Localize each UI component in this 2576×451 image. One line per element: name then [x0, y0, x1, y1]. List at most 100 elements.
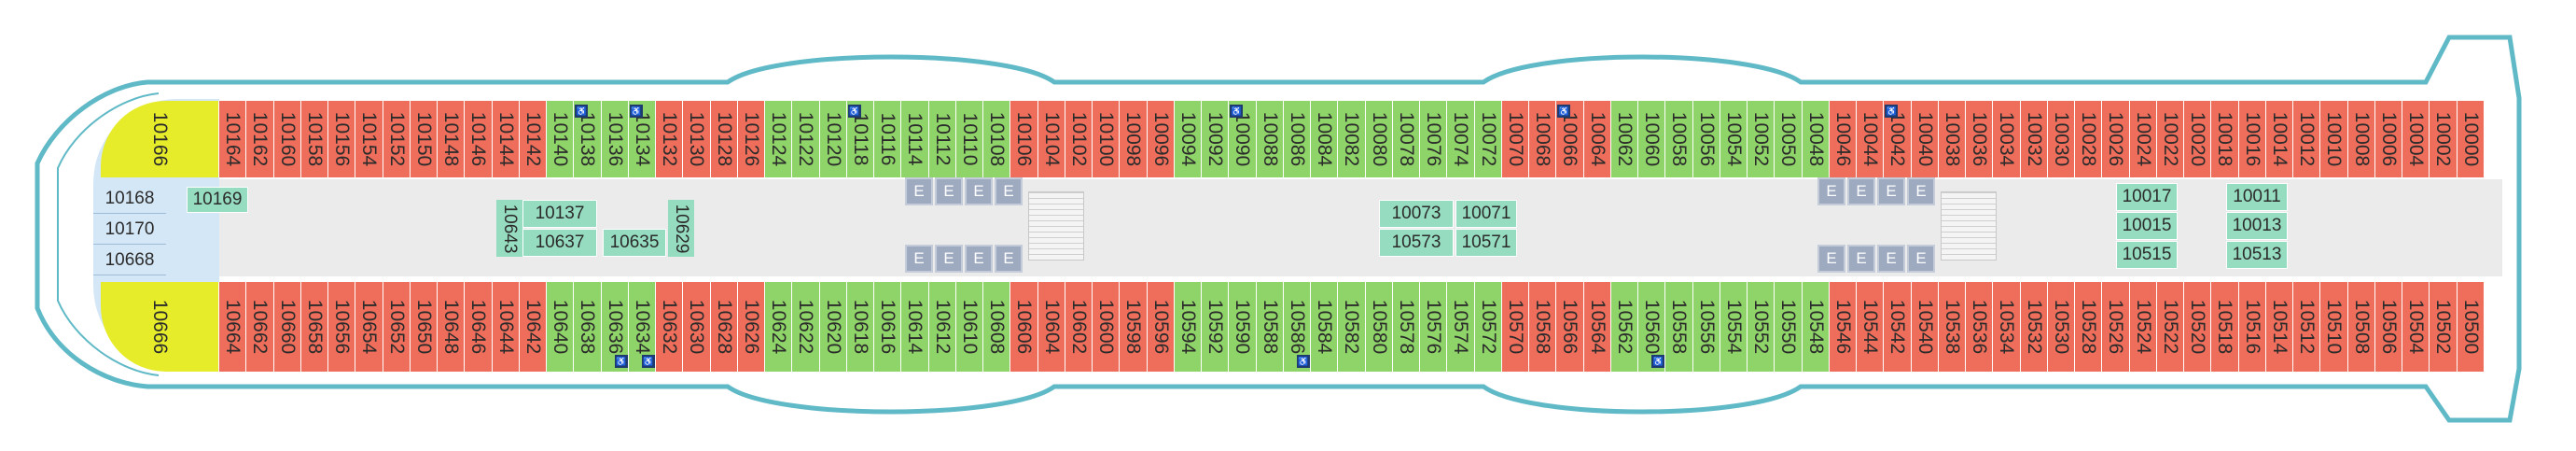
top-cabin-10140[interactable]: 10140 [547, 101, 575, 177]
inside-cabin-10635[interactable]: 10635 [603, 229, 666, 257]
bottom-cabin-10500[interactable]: 10500 [2457, 282, 2485, 372]
bottom-cabin-10566[interactable]: 10566 [1556, 282, 1584, 372]
bottom-cabin-10604[interactable]: 10604 [1037, 282, 1065, 372]
bottom-cabin-10558[interactable]: 10558 [1665, 282, 1693, 372]
bottom-cabin-10584[interactable]: 10584 [1311, 282, 1339, 372]
top-cabin-10060[interactable]: 10060 [1638, 101, 1666, 177]
inside-cabin-10011[interactable]: 10011 [2226, 183, 2288, 211]
bottom-cabin-10628[interactable]: 10628 [710, 282, 738, 372]
bottom-cabin-10552[interactable]: 10552 [1748, 282, 1775, 372]
bottom-cabin-10544[interactable]: 10544 [1857, 282, 1885, 372]
bottom-cabin-10624[interactable]: 10624 [765, 282, 793, 372]
bottom-cabin-10622[interactable]: 10622 [792, 282, 820, 372]
bottom-cabin-10576[interactable]: 10576 [1420, 282, 1448, 372]
top-cabin-10084[interactable]: 10084 [1311, 101, 1339, 177]
top-cabin-10048[interactable]: 10048 [1802, 101, 1830, 177]
top-cabin-10066[interactable]: 10066♿ [1556, 101, 1584, 177]
bottom-cabin-10578[interactable]: 10578 [1392, 282, 1420, 372]
top-cabin-10042[interactable]: 10042♿ [1884, 101, 1912, 177]
inside-cabin-10071[interactable]: 10071 [1455, 200, 1517, 228]
inside-cabin-10515[interactable]: 10515 [2116, 241, 2178, 269]
bottom-cabin-10634[interactable]: 10634♿ [628, 282, 656, 372]
bottom-cabin-10506[interactable]: 10506 [2374, 282, 2402, 372]
bottom-cabin-10540[interactable]: 10540 [1911, 282, 1939, 372]
top-cabin-10020[interactable]: 10020 [2184, 101, 2212, 177]
bottom-cabin-10606[interactable]: 10606 [1010, 282, 1038, 372]
bottom-cabin-10574[interactable]: 10574 [1447, 282, 1475, 372]
top-cabin-10100[interactable]: 10100 [1093, 101, 1121, 177]
top-cabin-10004[interactable]: 10004 [2402, 101, 2430, 177]
top-cabin-10016[interactable]: 10016 [2238, 101, 2266, 177]
bottom-cabin-10532[interactable]: 10532 [2020, 282, 2048, 372]
bottom-cabin-10664[interactable]: 10664 [219, 282, 247, 372]
inside-cabin-10073[interactable]: 10073 [1379, 200, 1454, 228]
bottom-cabin-10550[interactable]: 10550 [1775, 282, 1803, 372]
bottom-cabin-10662[interactable]: 10662 [246, 282, 274, 372]
top-cabin-10122[interactable]: 10122 [792, 101, 820, 177]
bottom-cabin-10586[interactable]: 10586♿ [1283, 282, 1311, 372]
top-cabin-10160[interactable]: 10160 [273, 101, 301, 177]
bottom-cabin-10518[interactable]: 10518 [2211, 282, 2239, 372]
top-cabin-10136[interactable]: 10136 [601, 101, 629, 177]
bottom-cabin-10548[interactable]: 10548 [1802, 282, 1830, 372]
top-cabin-10150[interactable]: 10150 [410, 101, 438, 177]
bottom-cabin-10618[interactable]: 10618 [846, 282, 874, 372]
bottom-cabin-10556[interactable]: 10556 [1692, 282, 1720, 372]
bottom-cabin-10602[interactable]: 10602 [1065, 282, 1093, 372]
inside-cabin-10573[interactable]: 10573 [1379, 229, 1454, 257]
top-cabin-10086[interactable]: 10086 [1283, 101, 1311, 177]
top-cabin-10044[interactable]: 10044 [1857, 101, 1885, 177]
top-cabin-10000[interactable]: 10000 [2457, 101, 2485, 177]
top-cabin-10124[interactable]: 10124 [765, 101, 793, 177]
bottom-cabin-10642[interactable]: 10642 [519, 282, 547, 372]
bottom-cabin-10534[interactable]: 10534 [1993, 282, 2021, 372]
inside-cabin-10637[interactable]: 10637 [522, 229, 597, 257]
inside-cabin-10017[interactable]: 10017 [2116, 183, 2178, 211]
bottom-cabin-10644[interactable]: 10644 [492, 282, 520, 372]
bottom-cabin-10580[interactable]: 10580 [1365, 282, 1393, 372]
inside-cabin-10571[interactable]: 10571 [1455, 229, 1517, 257]
bottom-cabin-10538[interactable]: 10538 [1938, 282, 1966, 372]
top-cabin-10138[interactable]: 10138♿ [574, 101, 602, 177]
bottom-cabin-10660[interactable]: 10660 [273, 282, 301, 372]
inside-cabin-10629[interactable]: 10629 [668, 200, 694, 257]
bottom-cabin-10520[interactable]: 10520 [2184, 282, 2212, 372]
bow-cabin-10168[interactable]: 10168 [93, 184, 166, 214]
top-cabin-10098[interactable]: 10098 [1120, 101, 1148, 177]
top-cabin-10032[interactable]: 10032 [2020, 101, 2048, 177]
bow-cabin-10170[interactable]: 10170 [93, 215, 166, 245]
top-cabin-10026[interactable]: 10026 [2102, 101, 2130, 177]
top-cabin-10148[interactable]: 10148 [438, 101, 466, 177]
top-cabin-10096[interactable]: 10096 [1147, 101, 1175, 177]
bottom-cabin-10638[interactable]: 10638 [574, 282, 602, 372]
inside-cabin-10015[interactable]: 10015 [2116, 212, 2178, 240]
bottom-cabin-10528[interactable]: 10528 [2075, 282, 2103, 372]
top-cabin-10126[interactable]: 10126 [737, 101, 765, 177]
bottom-cabin-10612[interactable]: 10612 [928, 282, 956, 372]
top-cabin-10054[interactable]: 10054 [1720, 101, 1748, 177]
bottom-cabin-10568[interactable]: 10568 [1529, 282, 1557, 372]
bottom-cabin-10542[interactable]: 10542 [1884, 282, 1912, 372]
top-cabin-10080[interactable]: 10080 [1365, 101, 1393, 177]
top-cabin-10058[interactable]: 10058 [1665, 101, 1693, 177]
top-cabin-10116[interactable]: 10116 [874, 101, 902, 177]
top-cabin-10062[interactable]: 10062 [1610, 101, 1638, 177]
top-cabin-10068[interactable]: 10068 [1529, 101, 1557, 177]
top-cabin-10082[interactable]: 10082 [1338, 101, 1366, 177]
bottom-cabin-10512[interactable]: 10512 [2293, 282, 2321, 372]
inside-cabin-10013[interactable]: 10013 [2226, 212, 2288, 240]
inside-cabin-10513[interactable]: 10513 [2226, 241, 2288, 269]
inside-cabin-10137[interactable]: 10137 [522, 200, 597, 228]
bottom-cabin-10560[interactable]: 10560♿ [1638, 282, 1666, 372]
top-cabin-10014[interactable]: 10014 [2265, 101, 2293, 177]
top-cabin-10072[interactable]: 10072 [1474, 101, 1502, 177]
bottom-cabin-10588[interactable]: 10588 [1256, 282, 1284, 372]
top-cabin-10158[interactable]: 10158 [300, 101, 328, 177]
top-cabin-10034[interactable]: 10034 [1993, 101, 2021, 177]
bottom-cabin-10620[interactable]: 10620 [819, 282, 847, 372]
top-cabin-10078[interactable]: 10078 [1392, 101, 1420, 177]
top-cabin-10132[interactable]: 10132 [656, 101, 684, 177]
bow-cabin-10668[interactable]: 10668 [93, 246, 166, 275]
bottom-cabin-10596[interactable]: 10596 [1147, 282, 1175, 372]
bottom-cabin-10626[interactable]: 10626 [737, 282, 765, 372]
